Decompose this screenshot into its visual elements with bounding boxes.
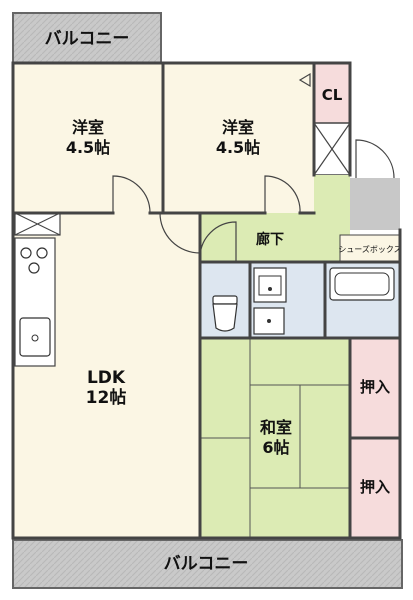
shoe-box-label: シューズボックス [338,244,401,254]
oshiire-upper: 押入 [350,338,400,438]
western-room-left-name: 洋室 [72,118,104,137]
storage-cross-icon [313,122,351,176]
ldk: LDK 12帖 [13,212,200,538]
oshiire-upper-label: 押入 [360,378,390,396]
balcony-bottom: バルコニー [12,539,403,589]
hallway-label: 廊下 [256,231,284,248]
toilet-room [200,262,250,338]
western-room-right: 洋室 4.5帖 [163,63,314,213]
toilet-icon [212,295,238,332]
oshiire-lower-label: 押入 [360,478,390,496]
ldk-name: LDK [87,368,126,388]
closet-label: CL [322,86,343,104]
washitsu: 和室 6帖 [200,338,350,538]
balcony-top: バルコニー [12,12,162,64]
oshiire-lower: 押入 [350,438,400,538]
sink-icon [19,317,51,357]
shoe-box: シューズボックス [338,234,402,263]
entrance [350,139,400,230]
balcony-top-label: バルコニー [45,29,130,49]
washroom [250,262,325,338]
washing-machine-pan-icon [253,307,285,335]
washitsu-size: 6帖 [262,438,289,457]
bathroom [325,262,400,338]
balcony-bottom-label: バルコニー [164,554,249,574]
storage-cross-icon [14,212,61,236]
ldk-size: 12帖 [86,387,127,408]
closet: CL [314,63,350,123]
western-room-left-size: 4.5帖 [66,138,110,157]
doors [112,72,311,262]
western-room-left: 洋室 4.5帖 [13,63,163,213]
bathtub-icon [329,267,395,301]
stove-icon [20,247,48,274]
hallway: 廊下 [200,175,350,262]
western-room-right-size: 4.5帖 [216,138,260,157]
washbasin-icon [253,267,287,303]
western-room-right-name: 洋室 [222,118,254,137]
washitsu-name: 和室 [260,418,292,437]
